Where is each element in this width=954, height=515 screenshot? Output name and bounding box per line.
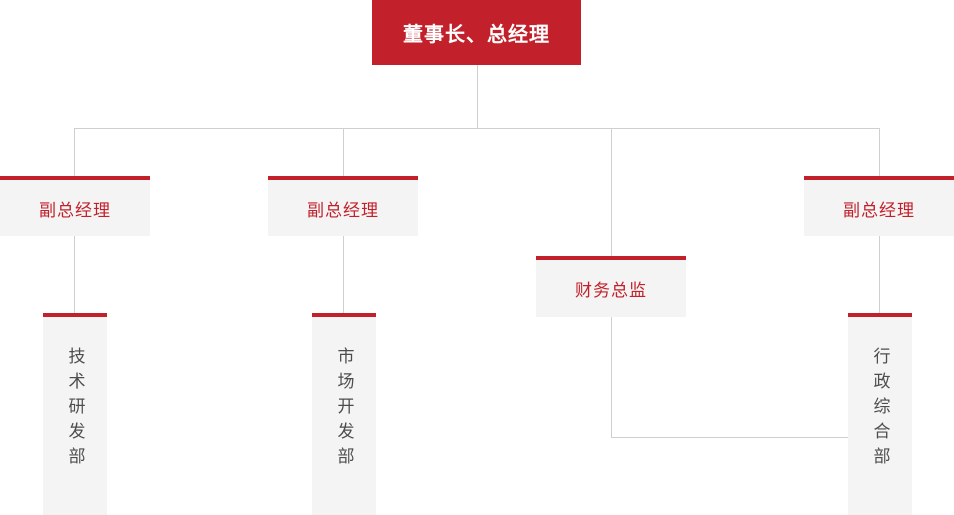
connector-cfo-down [611, 317, 612, 437]
node-cfo[interactable]: 财务总监 [536, 256, 686, 317]
node-chairman-gm[interactable]: 董事长、总经理 [372, 0, 581, 65]
node-vice-gm-3[interactable]: 副总经理 [804, 176, 954, 236]
connector-bus-to-vp1 [74, 128, 75, 176]
connector-bus-to-vp2 [343, 128, 344, 176]
node-chairman-gm-label: 董事长、总经理 [403, 24, 550, 46]
node-vice-gm-1-label: 副总经理 [39, 200, 111, 220]
node-vice-gm-1[interactable]: 副总经理 [0, 176, 150, 236]
node-dept-rnd-label: 技术研发部 [65, 347, 85, 472]
connector-vp1-to-dept1 [74, 236, 75, 317]
node-dept-admin[interactable]: 行政综合部 [848, 313, 912, 515]
connector-bus-to-vp3 [879, 128, 880, 176]
connector-bus-to-cfo [611, 128, 612, 256]
connector-root-stem [477, 65, 478, 128]
node-dept-admin-label: 行政综合部 [870, 347, 890, 472]
node-dept-rnd[interactable]: 技术研发部 [43, 313, 107, 515]
connector-vp2-to-dept2 [343, 236, 344, 317]
connector-cfo-to-dept3 [611, 437, 849, 438]
connector-vp3-to-dept3 [879, 236, 880, 317]
node-dept-market[interactable]: 市场开发部 [312, 313, 376, 515]
node-vice-gm-2[interactable]: 副总经理 [268, 176, 418, 236]
node-cfo-label: 财务总监 [575, 281, 647, 300]
node-vice-gm-3-label: 副总经理 [843, 200, 915, 220]
node-dept-market-label: 市场开发部 [334, 347, 354, 472]
connector-bus [74, 128, 880, 129]
node-vice-gm-2-label: 副总经理 [307, 200, 379, 220]
